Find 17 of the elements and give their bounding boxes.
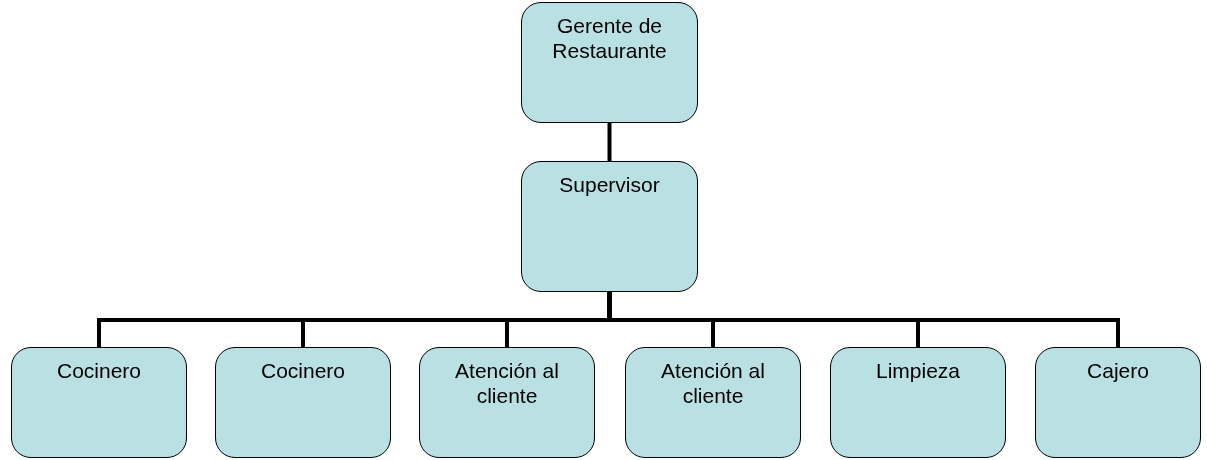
role-label: Cajero	[1087, 358, 1149, 383]
org-box	[830, 347, 1006, 458]
org-box	[625, 347, 801, 458]
role-label: Limpieza	[875, 358, 960, 383]
role-label: Cocinero	[260, 358, 345, 383]
org-box	[215, 347, 391, 458]
org-box	[521, 161, 698, 292]
org-box	[521, 2, 698, 123]
role-label: Gerente de Restaurante	[551, 13, 668, 63]
org-box	[1035, 347, 1201, 458]
role-label: Cocinero	[56, 358, 141, 383]
role-label: Atención al cliente	[454, 358, 560, 408]
org-box	[11, 347, 187, 458]
connector-line	[607, 121, 612, 163]
role-label: Supervisor	[559, 172, 660, 197]
org-box	[419, 347, 595, 458]
role-label: Atención al cliente	[660, 358, 766, 408]
